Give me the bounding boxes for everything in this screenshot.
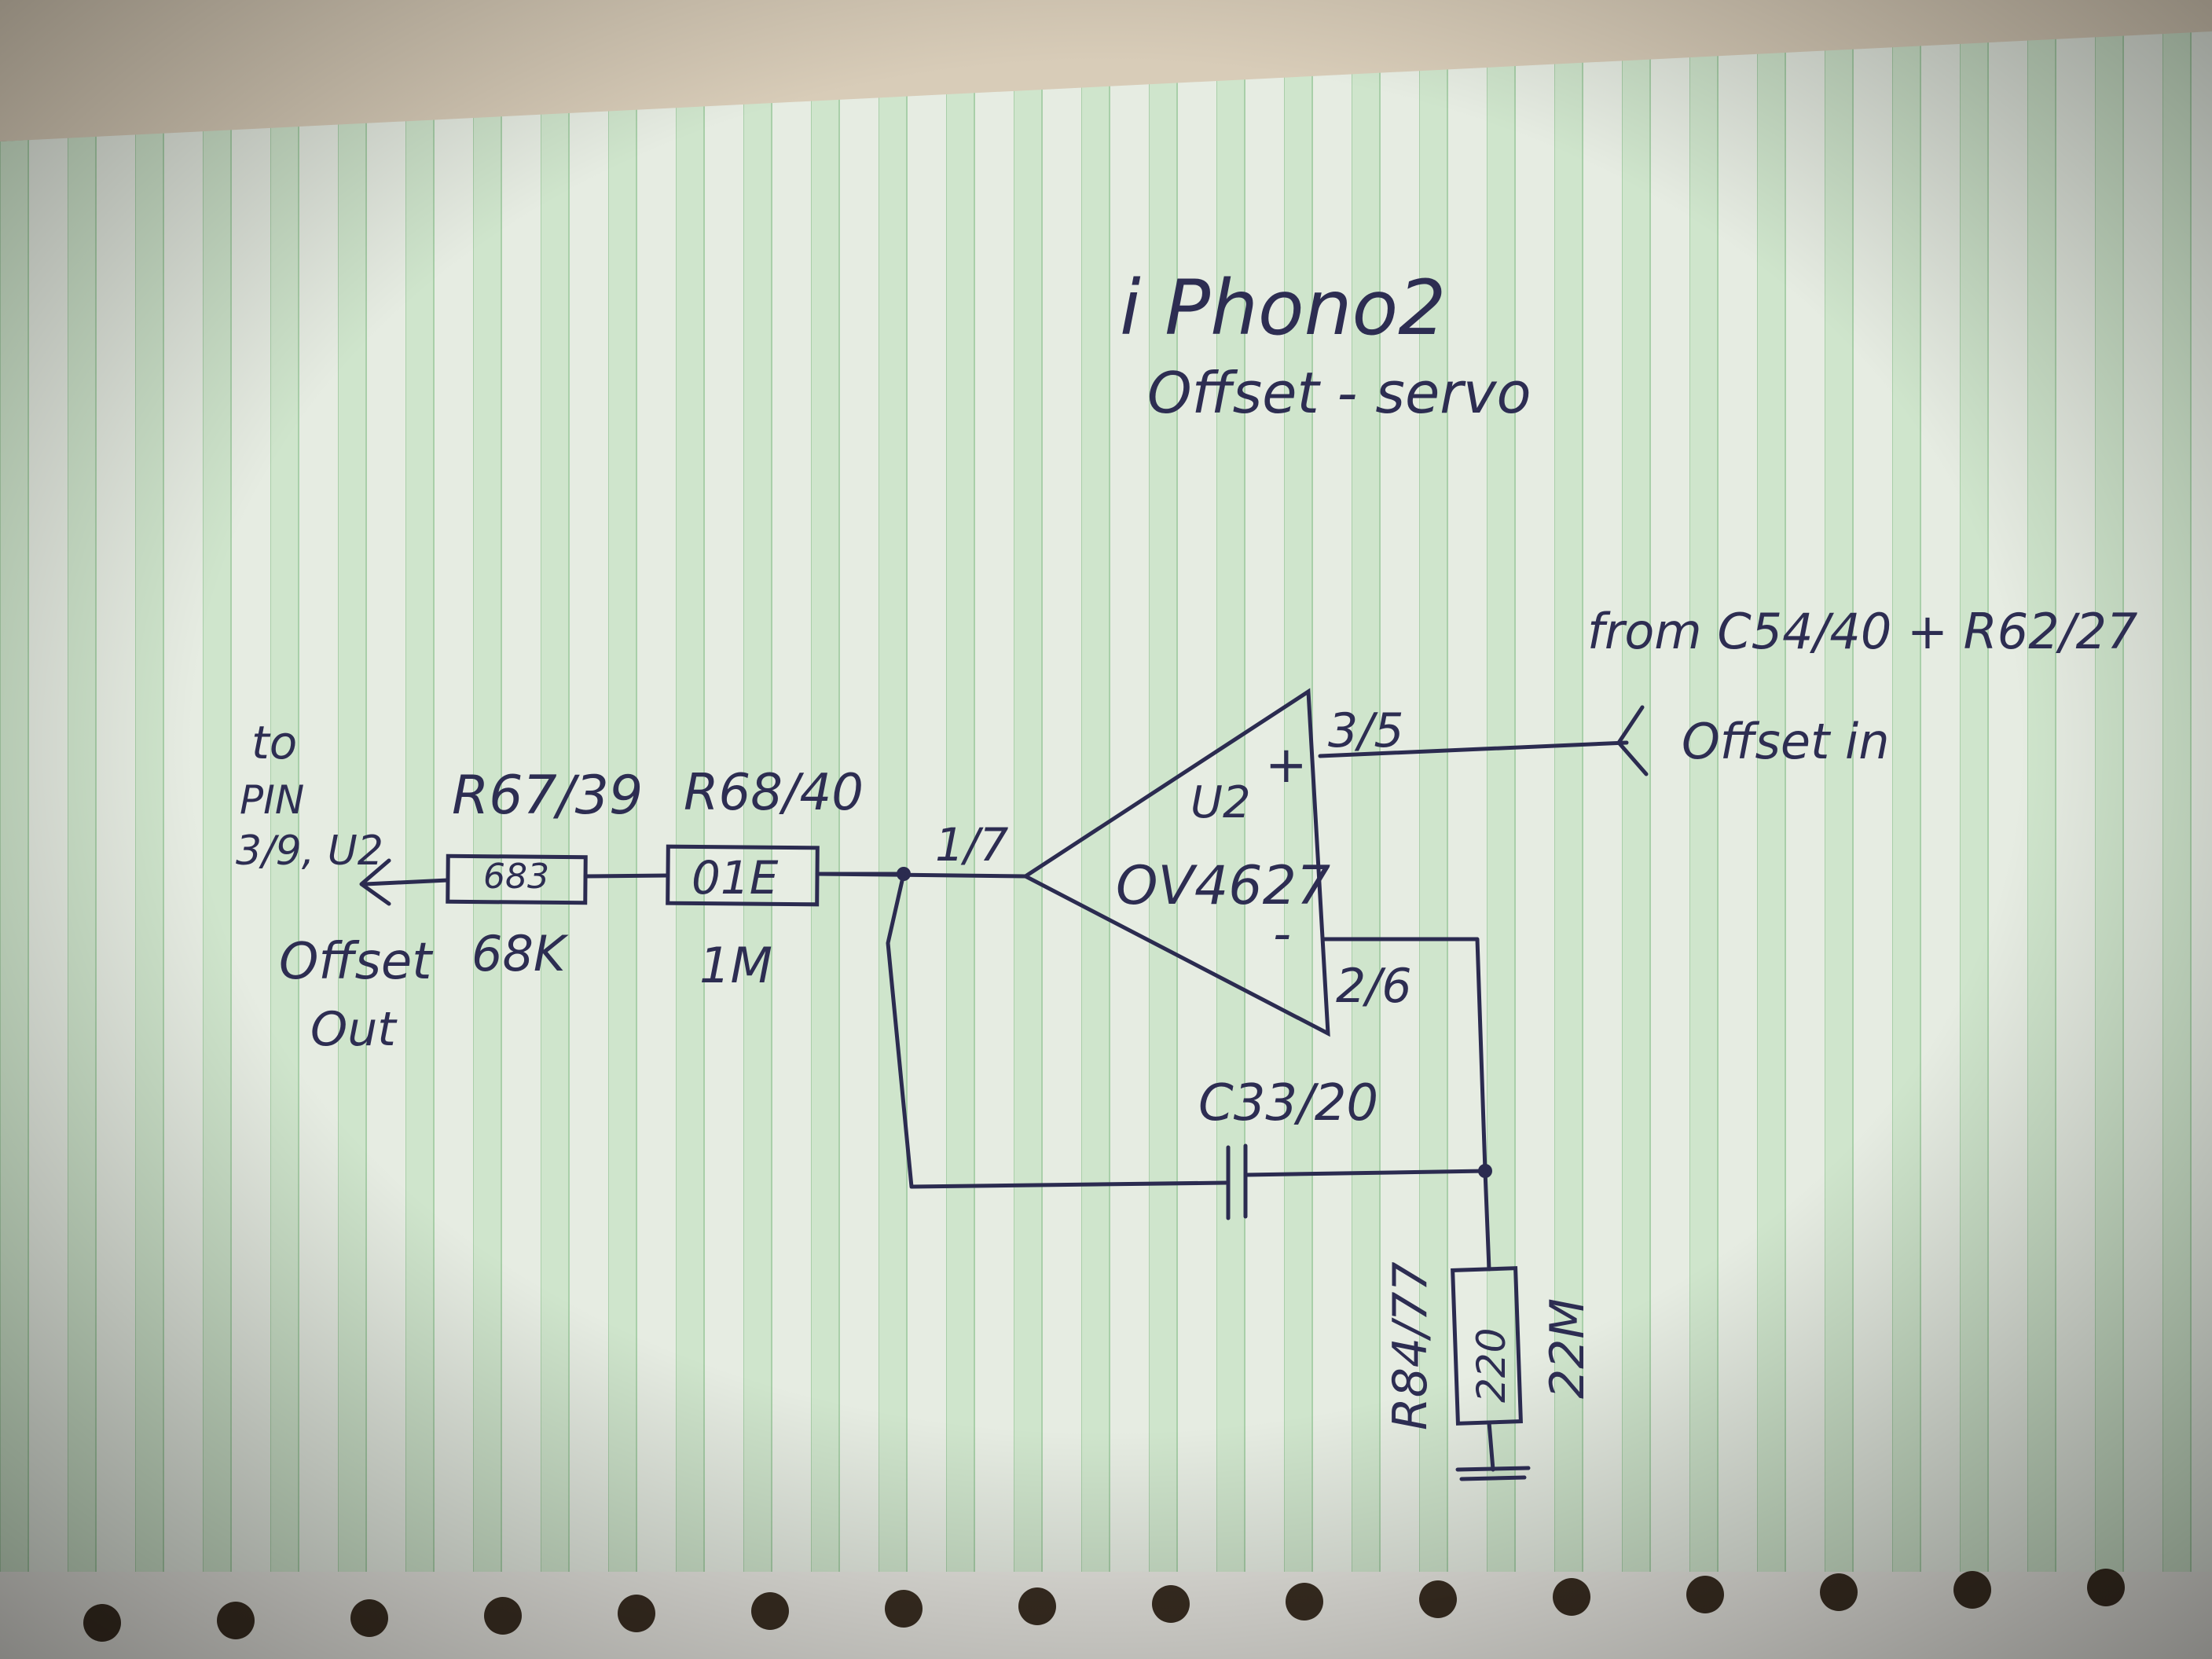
diagram-title: i Phono2: [1120, 264, 1446, 352]
r67-ref: R67/39: [452, 765, 643, 827]
capacitor-wire-right: [1243, 1169, 1488, 1177]
output-to-line1: to: [251, 716, 297, 769]
output-to-line2: PIN: [240, 777, 304, 823]
ground-icon: [1455, 1466, 1531, 1481]
output-label-line2: Out: [310, 1002, 398, 1057]
capacitor-ref: C33/20: [1198, 1074, 1378, 1132]
opamp-part: OV4627: [1116, 855, 1330, 917]
r68-value: 1M: [699, 937, 772, 994]
r84-value: 22M: [1540, 1298, 1595, 1399]
input-wire: [1318, 740, 1629, 758]
input-pin-label: 3/5: [1328, 703, 1404, 758]
inverting-input-wire: [1322, 937, 1488, 1173]
output-pin-label: 1/7: [935, 818, 1008, 872]
source-note: from C54/40 + R62/27: [1587, 603, 2137, 660]
offset-out-arrow-icon: [359, 858, 391, 906]
r84-wire-bottom: [1487, 1420, 1495, 1472]
inverting-pin-label: 2/6: [1336, 959, 1412, 1014]
output-to-line3: 3/9, U2: [236, 828, 383, 875]
feedback-wire: [886, 872, 1228, 1189]
r68-marking: 01E: [691, 851, 779, 905]
r67-value: 68K: [471, 925, 569, 982]
input-arrow-icon: [1616, 705, 1649, 776]
r84-marking: 220: [1469, 1328, 1514, 1403]
r68-ref: R68/40: [684, 764, 864, 822]
opamp-ref: U2: [1190, 777, 1251, 828]
r84-ref: R84/77: [1383, 1261, 1438, 1430]
input-label: Offset in: [1682, 713, 1890, 770]
opamp-minus-sign: -: [1273, 905, 1291, 963]
opamp-symbol: [1022, 688, 1330, 1037]
diagram-subtitle: Offset - servo: [1147, 360, 1532, 426]
output-label-line1: Offset: [279, 933, 434, 991]
r67-marking: 683: [483, 857, 549, 897]
r84-wire-top: [1483, 1169, 1491, 1272]
r67-r68-wire: [583, 873, 670, 879]
offset-out-wire: [363, 878, 450, 886]
opamp-plus-sign: +: [1265, 736, 1308, 795]
